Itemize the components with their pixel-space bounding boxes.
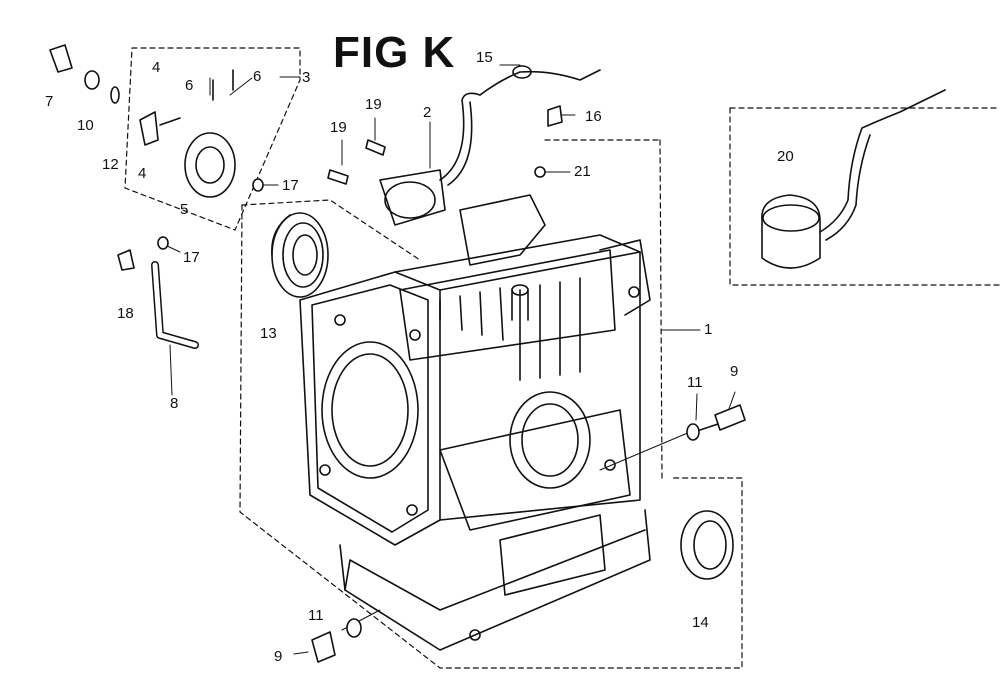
callout-17a: 17 — [282, 177, 299, 194]
small-hardware-left — [49, 44, 120, 104]
callout-7: 7 — [45, 93, 54, 110]
callout-19b: 19 — [330, 119, 347, 136]
callout-4b: 4 — [138, 165, 147, 182]
breather-tube — [117, 166, 546, 349]
callout-1: 1 — [704, 321, 713, 338]
governor-assembly — [139, 69, 236, 198]
flange-bolts — [327, 139, 386, 185]
callout-2: 2 — [423, 104, 432, 121]
callout-4a: 4 — [152, 59, 161, 76]
callout-6b: 6 — [253, 68, 262, 85]
callout-11a: 11 — [687, 374, 703, 391]
callout-9b: 9 — [274, 648, 283, 665]
callout-10: 10 — [77, 117, 94, 134]
callout-16: 16 — [585, 108, 602, 125]
drain-bolt-lower — [311, 618, 362, 663]
callout-11b: 11 — [308, 607, 324, 624]
callout-21: 21 — [574, 163, 591, 180]
callout-20: 20 — [777, 148, 794, 165]
cylinder-block — [299, 194, 651, 651]
callout-12: 12 — [102, 156, 119, 173]
callout-15: 15 — [476, 49, 493, 66]
group-boundary-lines — [124, 47, 1000, 669]
callout-18: 18 — [117, 305, 134, 322]
oil-level-switch — [379, 65, 601, 226]
drain-bolt-upper — [686, 404, 746, 441]
callout-13: 13 — [260, 325, 277, 342]
oil-seal — [680, 510, 734, 580]
callout-5: 5 — [180, 201, 189, 218]
callout-9a: 9 — [730, 363, 739, 380]
figure-title: FIG K — [333, 28, 456, 77]
callout-17b: 17 — [183, 249, 200, 266]
bearing — [271, 212, 329, 298]
callout-14: 14 — [692, 614, 709, 631]
leader-lines — [164, 64, 736, 655]
callout-8: 8 — [170, 395, 179, 412]
callout-3: 3 — [302, 69, 311, 86]
callout-19a: 19 — [365, 96, 382, 113]
callout-6a: 6 — [185, 77, 194, 94]
oil-alert-unit — [761, 89, 946, 269]
